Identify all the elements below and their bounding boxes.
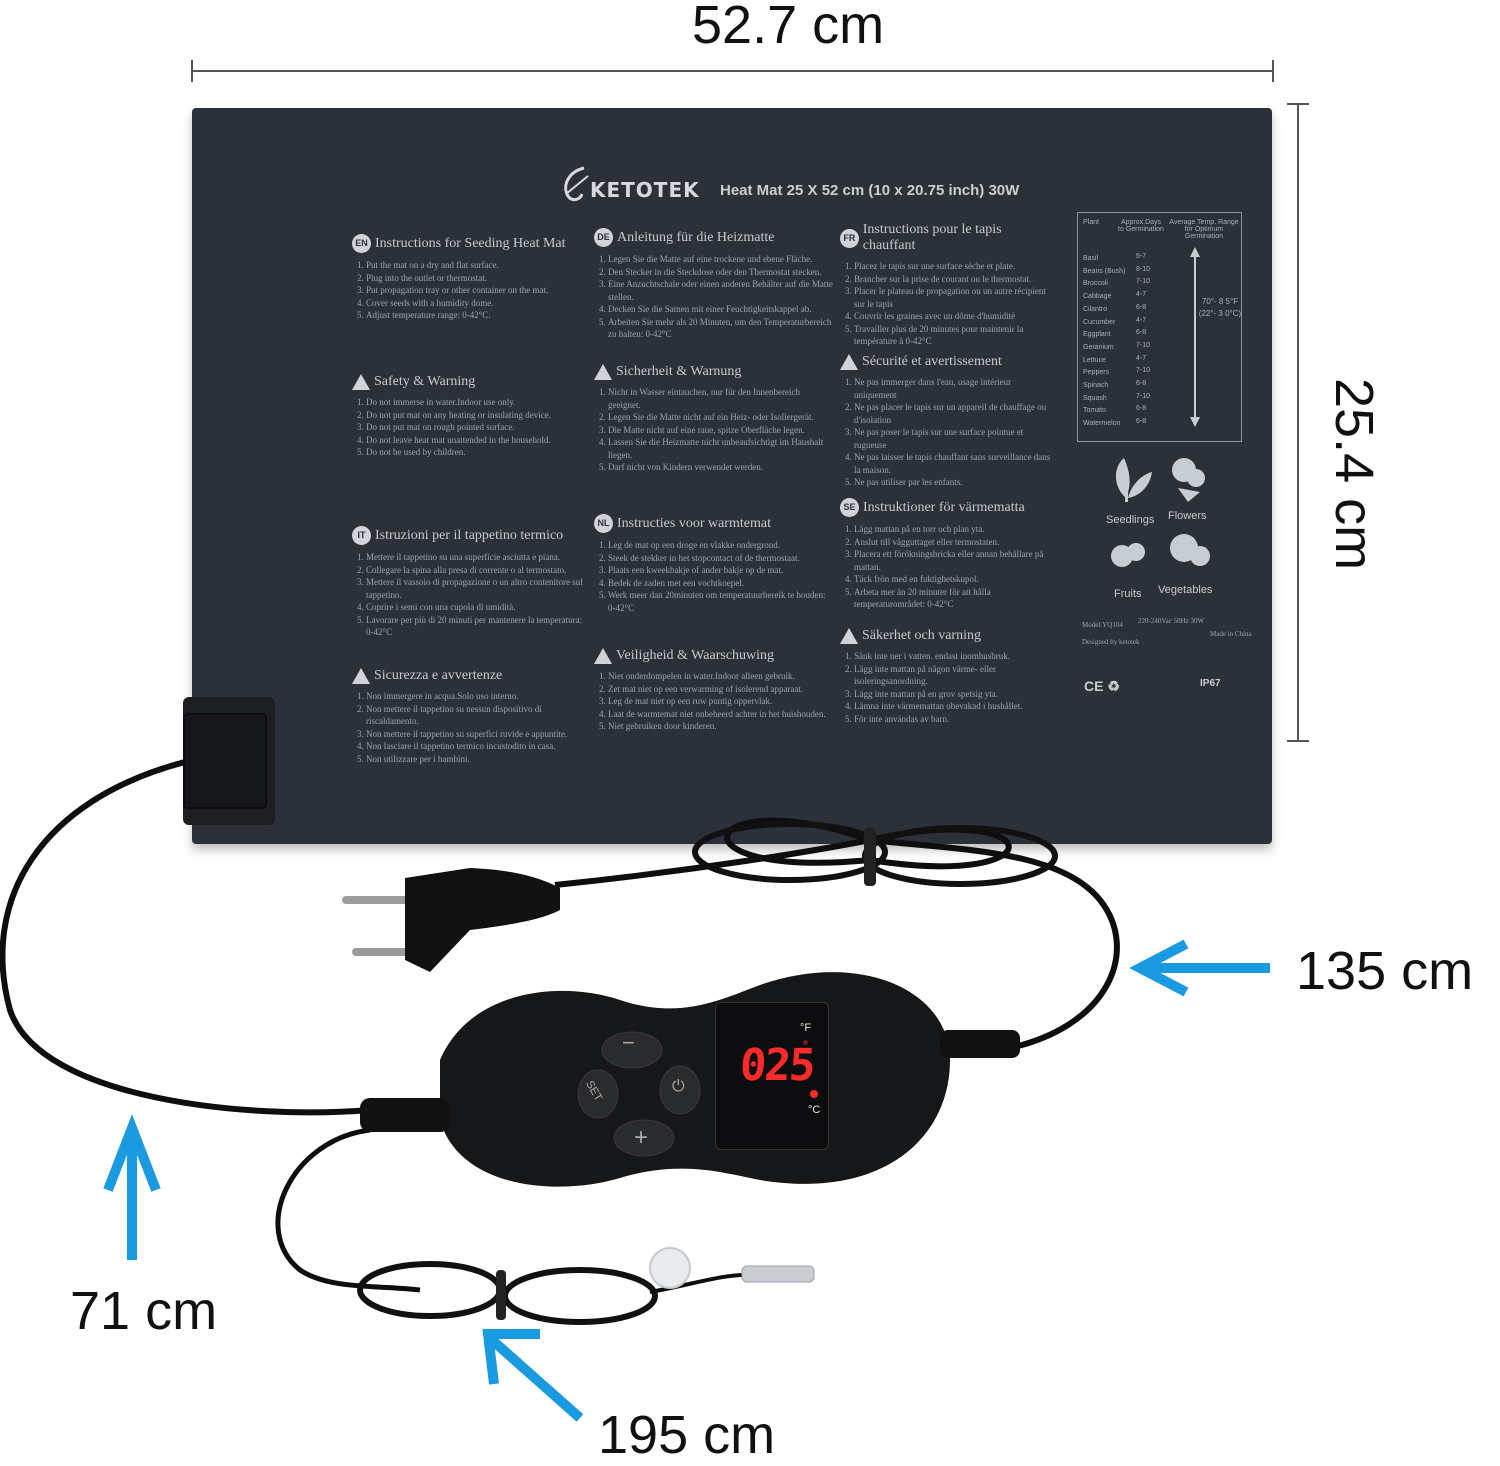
warning-icon — [352, 668, 370, 684]
width-dimension: 52.7 cm — [692, 0, 885, 55]
temperature-probe-icon — [741, 1265, 815, 1283]
heat-mat: KETOTEK Heat Mat 25 X 52 cm (10 x 20.75 … — [192, 108, 1272, 844]
model-number: Model:YQ104 — [1082, 621, 1123, 629]
category-flowers: Flowers — [1168, 510, 1207, 522]
c-indicator-led — [810, 1090, 818, 1098]
germination-table: Plant Approx.Days to Germination Average… — [1077, 212, 1242, 442]
led-display — [715, 1002, 829, 1150]
section-safety-en: Safety & Warning Do not immerse in water… — [352, 374, 587, 459]
category-seedlings: Seedlings — [1106, 514, 1155, 526]
power-button[interactable]: ⏻ — [672, 1078, 685, 1095]
warning-icon — [352, 374, 370, 390]
warning-icon — [594, 648, 612, 664]
mat-title: Heat Mat 25 X 52 cm (10 x 20.75 inch) 30… — [720, 182, 1020, 199]
minus-button[interactable]: − — [622, 1030, 635, 1055]
unit-fahrenheit: °F — [800, 1022, 812, 1034]
made-in: Made in China — [1210, 630, 1252, 638]
cert-marks: CE ♻ — [1084, 678, 1120, 694]
ketotek-logo-icon — [564, 166, 589, 202]
category-vegetables: Vegetables — [1158, 584, 1213, 596]
unit-celsius: °C — [808, 1104, 821, 1116]
section-safety-de: Sicherheit & Warnung Nicht in Wasser ein… — [594, 364, 834, 474]
power-rating: 220-240Vac 50Hz 30W — [1138, 617, 1205, 625]
ip-rating: IP67 — [1200, 678, 1221, 689]
range-arrow-icon — [1190, 247, 1200, 427]
f-indicator-led — [803, 1040, 808, 1045]
section-safety-it: Sicurezza e avvertenze Non immergere in … — [352, 668, 587, 765]
probe-cable-length: 195 cm — [598, 1405, 776, 1465]
section-safety-fr: Sécurité et avertissement Ne pas immerge… — [840, 354, 1055, 489]
warning-icon — [840, 354, 858, 370]
eu-plug-icon — [342, 868, 560, 972]
power-cable-length: 135 cm — [1296, 941, 1474, 1001]
section-safety-se: Säkerhet och varning Sänk inte ner i vat… — [840, 628, 1055, 725]
category-fruits: Fruits — [1114, 588, 1142, 600]
plus-button[interactable]: + — [634, 1124, 649, 1151]
mat-cable-length: 71 cm — [70, 1281, 218, 1341]
section-safety-nl: Veiligheid & Waarschuwing Niet onderdomp… — [594, 648, 834, 733]
warning-icon — [594, 364, 612, 380]
designed-by: Designed by ketotek — [1082, 638, 1140, 646]
suction-cup-icon — [649, 1247, 691, 1289]
brand-name: KETOTEK — [590, 178, 700, 202]
junction-cap — [183, 713, 267, 809]
warning-icon — [840, 628, 858, 644]
plant-category-icons — [1111, 458, 1210, 567]
